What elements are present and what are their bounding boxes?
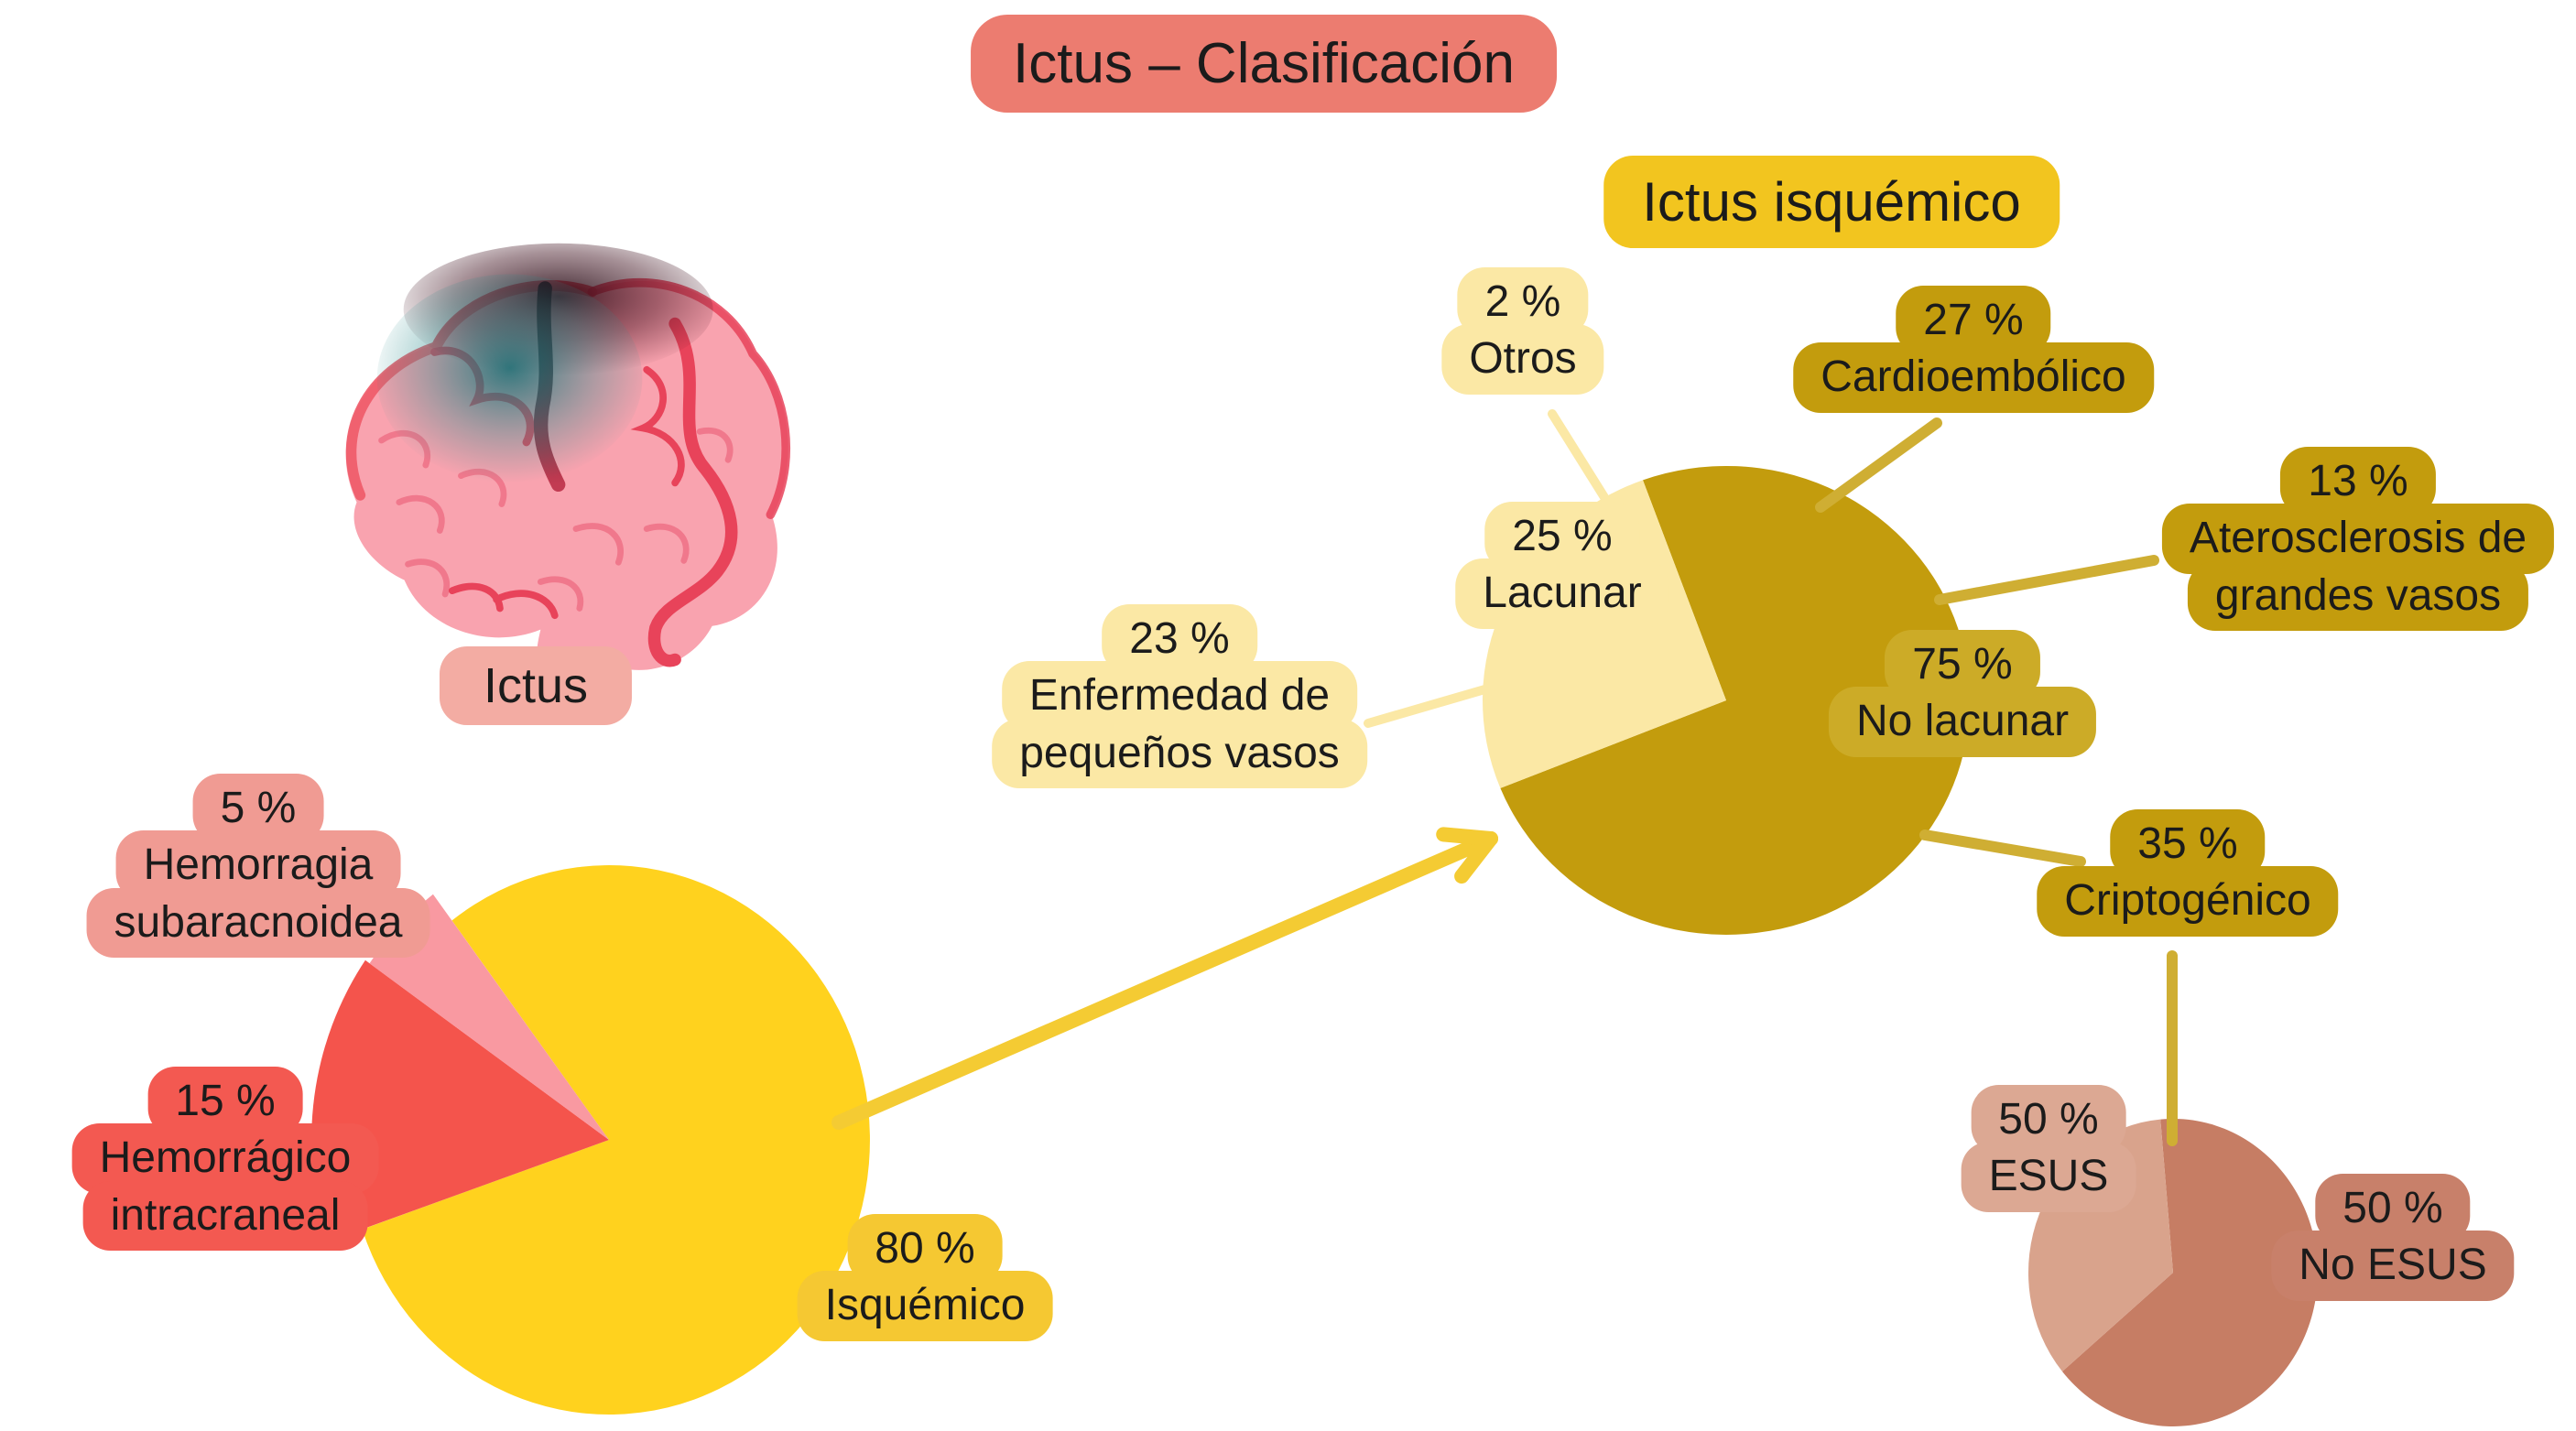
label-line: intracraneal [82, 1180, 368, 1252]
subtitle-ictus-isquemico: Ictus isquémico [1603, 156, 2060, 248]
pie-slice-hemorragia-subaracnoidea [369, 894, 609, 1140]
label-line: Cardioembólico [1793, 342, 2154, 413]
connector-to-otros [1548, 409, 1616, 514]
brain-illustration [345, 243, 791, 704]
label-line: No lacunar [1828, 687, 2097, 757]
label-esus: 50 %ESUS [1961, 1085, 2136, 1212]
connector-to-criptogenico [1919, 829, 2086, 867]
connector-to-enfermedad [1364, 679, 1508, 728]
label-line: subaracnoidea [86, 887, 430, 959]
pie-slice-hemorrágico-intracraneal [311, 959, 609, 1242]
connector-to-aterosclerosis [1934, 555, 2159, 605]
label-line: Criptogénico [2037, 866, 2339, 937]
label-no-lacunar: 75 %No lacunar [1828, 630, 2097, 757]
brain-caption: Ictus [439, 646, 633, 725]
label-line: Otros [1441, 324, 1604, 395]
label-line: pequeños vasos [992, 718, 1367, 789]
label-line: 75 % [1885, 630, 2040, 700]
label-line: ESUS [1961, 1142, 2136, 1212]
label-lacunar: 25 %Lacunar [1455, 502, 1669, 629]
pie-ictus [311, 865, 870, 1415]
arrow-isquemico-to-detail [831, 827, 1498, 1130]
pie-slice-no-lacunar [1500, 465, 1971, 935]
label-isquemico: 80 %Isquémico [797, 1214, 1053, 1341]
label-otros: 2 %Otros [1441, 267, 1604, 395]
label-no-esus: 50 %No ESUS [2271, 1174, 2515, 1301]
label-line: grandes vasos [2187, 560, 2529, 632]
page-title: Ictus – Clasificación [971, 15, 1557, 113]
label-line: Isquémico [797, 1271, 1053, 1341]
label-criptogenico: 35 %Criptogénico [2037, 809, 2339, 937]
stroke-teal-region [376, 274, 643, 483]
pie-slice-isquémico [362, 865, 870, 1415]
connector-to-cardioembolico [1815, 417, 1942, 513]
label-line: Lacunar [1455, 558, 1669, 629]
pie-slice-no-esus [2062, 1118, 2318, 1426]
label-cardioembolico: 27 %Cardioembólico [1793, 286, 2154, 413]
label-line: No ESUS [2271, 1230, 2515, 1301]
